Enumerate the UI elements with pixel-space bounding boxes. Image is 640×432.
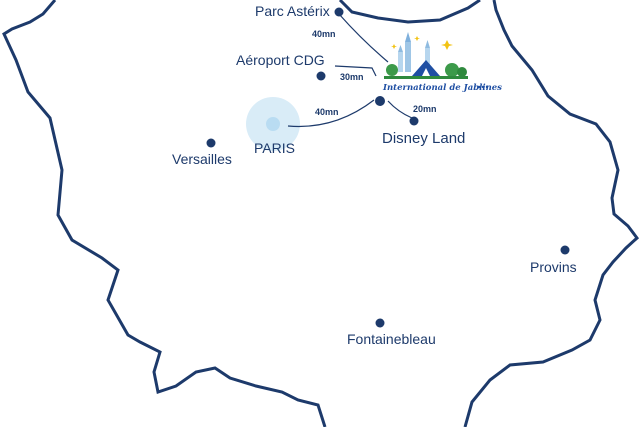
paris-label: PARIS	[254, 140, 295, 156]
versailles-marker[interactable]	[206, 138, 216, 148]
aeroport-cdg-label: Aéroport CDG	[236, 52, 325, 68]
provins-label: Provins	[530, 259, 577, 275]
duration-parc-asterix: 40mn	[312, 29, 336, 39]
fontainebleau-marker[interactable]	[375, 318, 385, 328]
duration-aeroport-cdg: 30mn	[340, 72, 364, 82]
route-aeroport-cdg	[334, 65, 377, 77]
fontainebleau-label: Fontainebleau	[347, 331, 436, 347]
parc-asterix-label: Parc Astérix	[255, 3, 330, 19]
aeroport-cdg-marker[interactable]	[316, 71, 326, 81]
provins-marker[interactable]	[560, 245, 570, 255]
route-paris	[287, 99, 375, 128]
campsite-logo-text: International de Jablines	[382, 83, 502, 93]
duration-disney-land: 20mn	[413, 104, 437, 114]
disney-land-marker[interactable]	[409, 116, 419, 126]
paris-halo-inner	[266, 117, 280, 131]
campsite-marker[interactable]	[375, 96, 385, 106]
region-border-top	[338, 0, 481, 24]
parc-asterix-marker[interactable]	[334, 7, 344, 17]
route-disney-land	[387, 100, 413, 119]
campsite-logo-icon[interactable]	[384, 32, 468, 79]
logo-dots	[477, 85, 489, 89]
disney-land-label: Disney Land	[382, 130, 465, 147]
route-parc-asterix	[338, 13, 389, 63]
duration-paris: 40mn	[315, 107, 339, 117]
versailles-label: Versailles	[172, 151, 232, 167]
